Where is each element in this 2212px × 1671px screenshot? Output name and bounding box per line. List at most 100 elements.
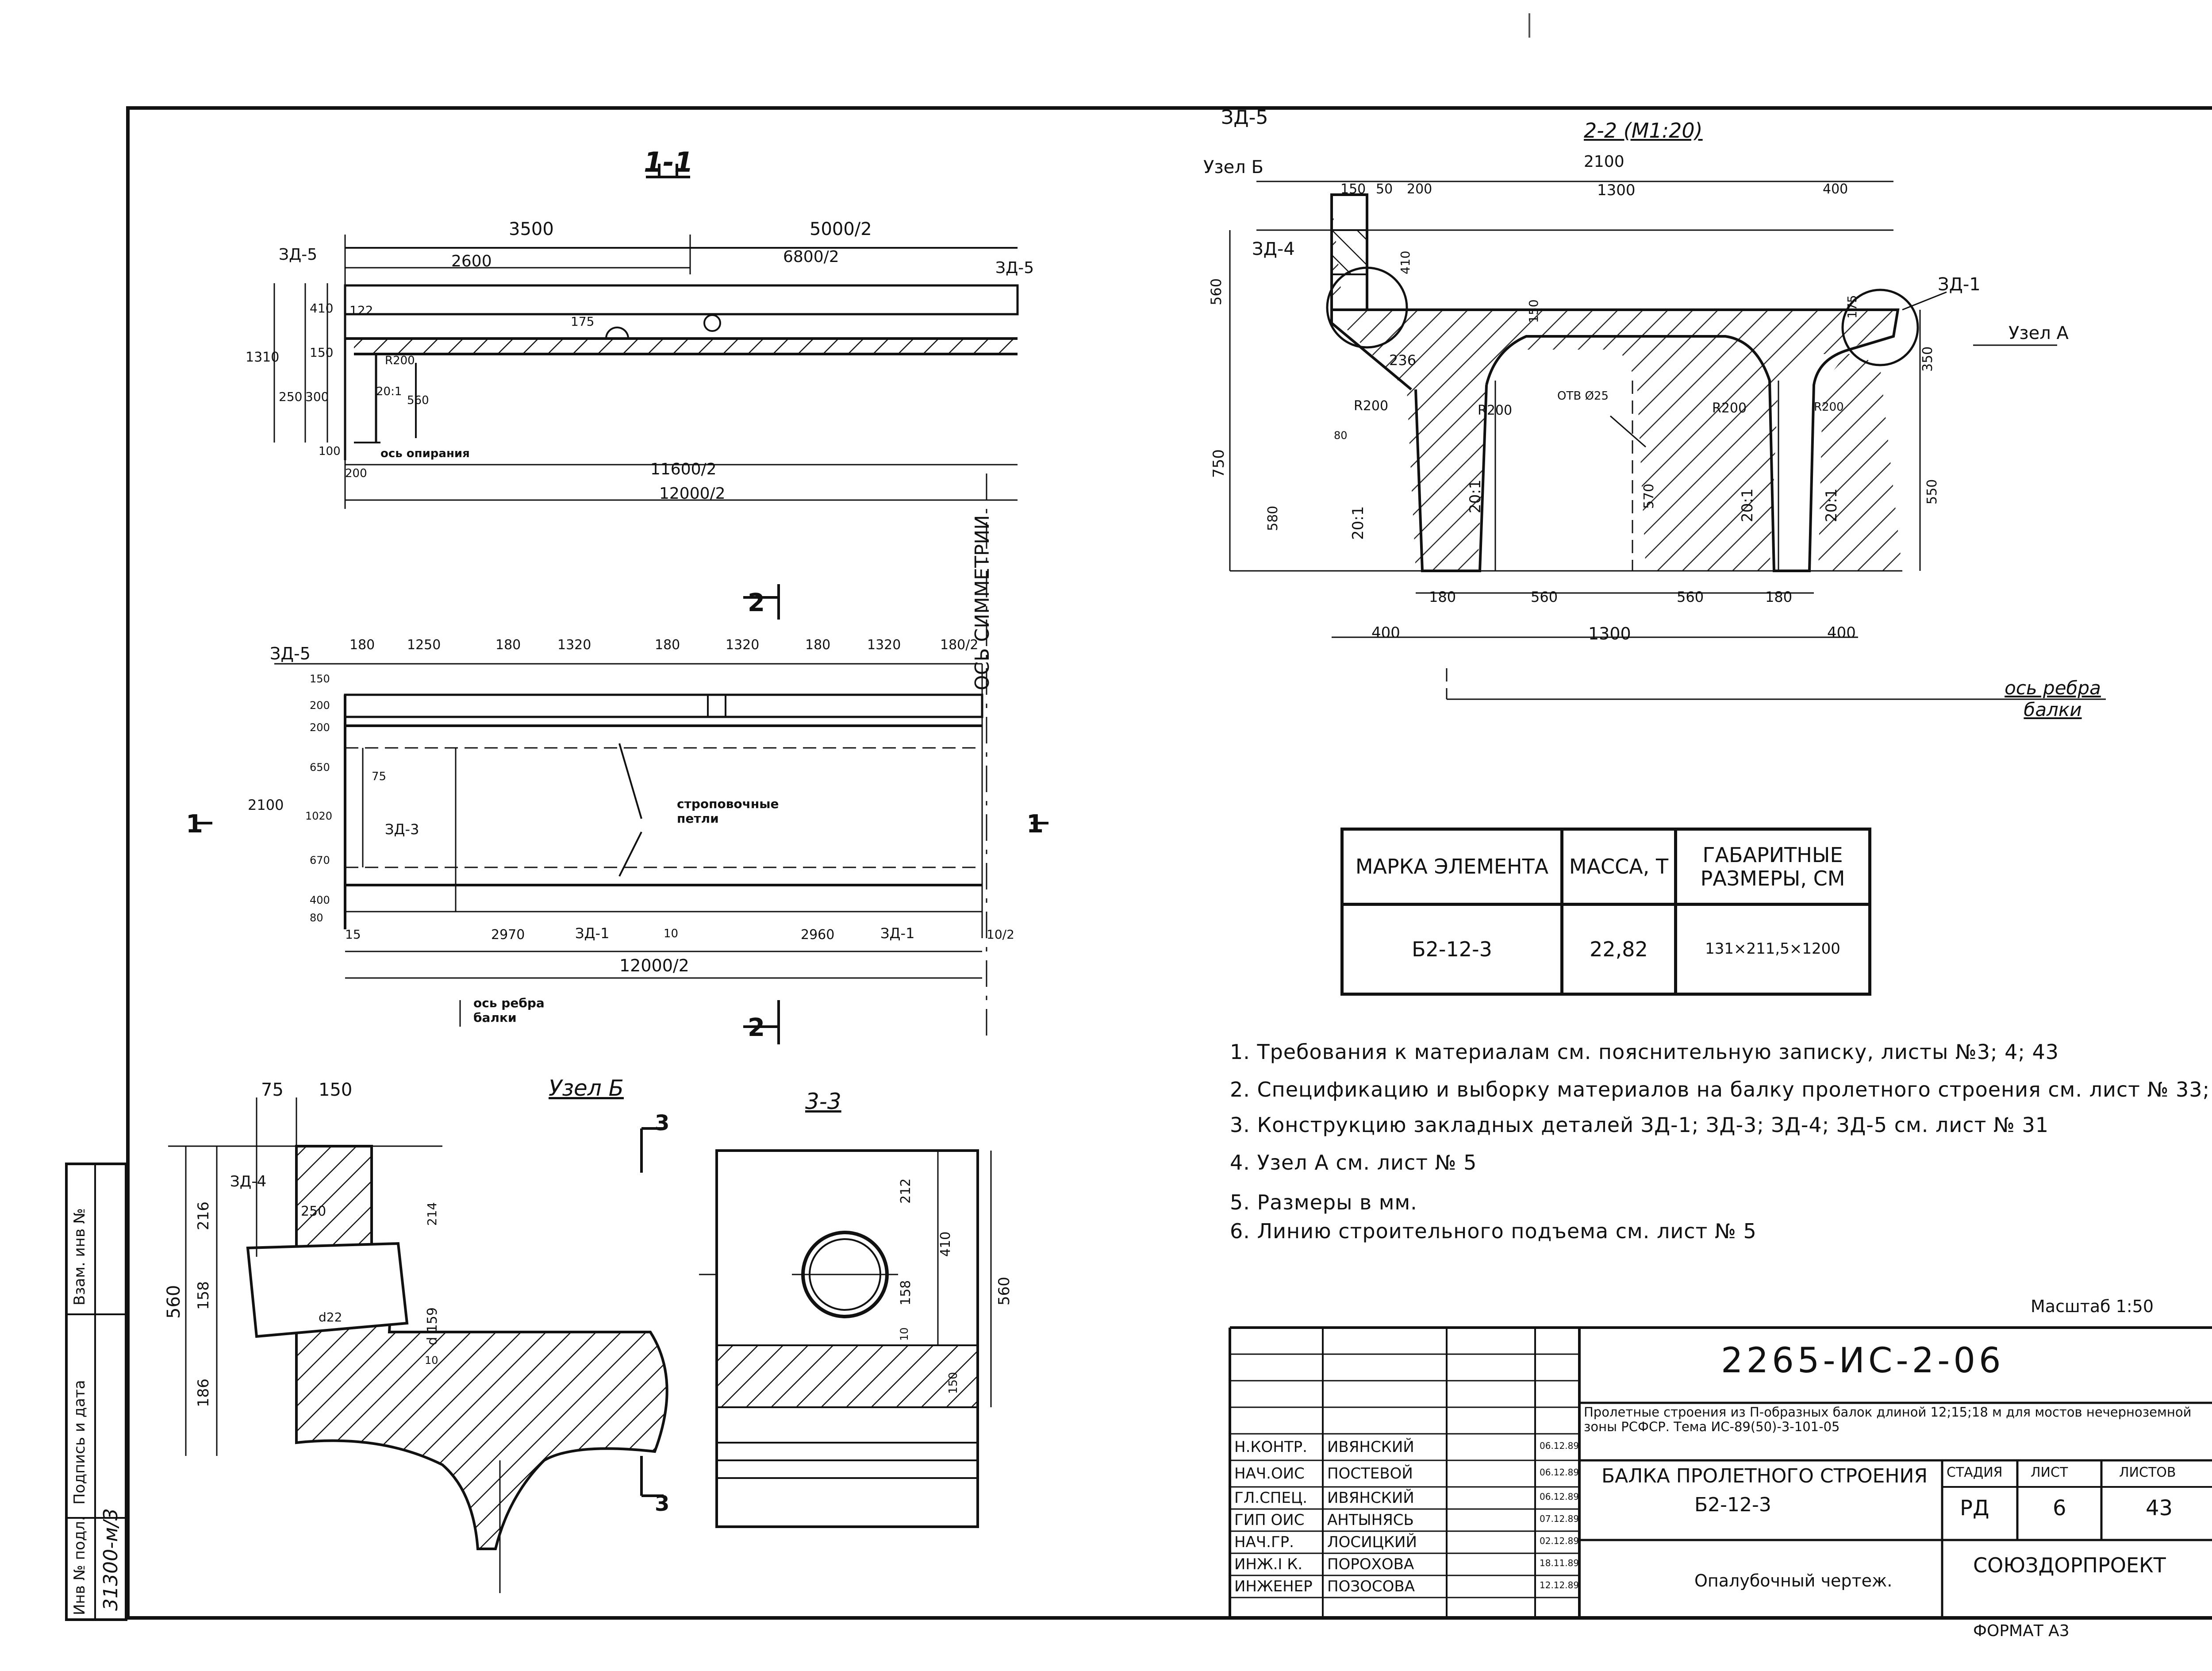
section-mark-3-bottom: 3 (655, 1491, 670, 1516)
note-5: 5. Размеры в мм. (1230, 1190, 1417, 1214)
side-stamp-number: 31300-м/3 (100, 1508, 122, 1611)
dim-label: 75 (372, 770, 387, 783)
tag-zd5: ЗД-5 (279, 246, 318, 264)
date: 18.11.89 (1540, 1558, 1579, 1568)
dim-label: 2970 (491, 927, 525, 943)
side-stamp-inv-repl: Взам. инв № (71, 1208, 88, 1305)
dim-label: 350 (1920, 346, 1936, 372)
dim-label: 200 (310, 699, 330, 712)
sheets-value: 43 (2146, 1496, 2173, 1521)
margin-tick (1528, 13, 1530, 38)
cut-mark-2-bottom: 2 (748, 1013, 765, 1042)
sheets-header: ЛИСТОВ (2119, 1465, 2176, 1480)
dim-label: 1320 (867, 637, 901, 653)
dim-label: 150 (310, 673, 330, 685)
lifting-loops-label: строповочные петли (677, 797, 779, 826)
dim-label: 80 (310, 912, 323, 924)
dim-label: 1310 (246, 350, 280, 365)
dim-label: 180 (495, 637, 521, 653)
dim-label: R200 (385, 354, 415, 367)
format-label: ФОРМАТ А3 (1973, 1622, 2070, 1640)
date: 06.12.89 (1540, 1491, 1579, 1502)
axis-rib-label: ось ребра балки (2005, 677, 2101, 720)
dim-label: 1320 (726, 637, 760, 653)
dim-label: 10 (898, 1327, 910, 1341)
dim-label: 10 (425, 1354, 438, 1367)
dim-label: 180 (805, 637, 831, 653)
dim-label: 10/2 (987, 927, 1014, 942)
tag-zd1: ЗД-1 (575, 925, 610, 942)
side-stamp-sign-date: Подпись и дата (71, 1380, 88, 1505)
radius-label: R200 (1354, 398, 1389, 414)
dim-label: 75 (261, 1080, 284, 1100)
axis-rib-label: ось ребра балки (473, 996, 545, 1025)
tag-zd1: ЗД-1 (1938, 274, 1981, 295)
tag-node-b: Узел Б (1203, 157, 1263, 177)
elevation-title: 1-1 (644, 146, 694, 178)
dim-label: 80 (1334, 429, 1348, 442)
date: 12.12.89 (1540, 1580, 1579, 1590)
dim-label: 580 (1265, 505, 1281, 531)
dim-label: 150 (310, 345, 334, 360)
dim-label: 158 (195, 1281, 212, 1310)
note-3: 3. Конструкцию закладных деталей ЗД-1; З… (1230, 1113, 2049, 1137)
dim-label: 670 (310, 854, 330, 866)
slope-label: 20:1 (1349, 506, 1367, 540)
tag-zd5: ЗД-5 (1221, 106, 1268, 129)
section-title: 2-2 (М1:20) (1584, 119, 1703, 142)
spec-cell-mark: Б2-12-3 (1340, 903, 1563, 996)
dim-label: 180 (655, 637, 680, 653)
tag-zd5: ЗД-5 (995, 259, 1034, 277)
dim-label: 750 (1210, 449, 1228, 478)
dim-label: 400 (310, 894, 330, 906)
sheet-type: Опалубочный чертеж. (1694, 1571, 1893, 1590)
spec-header-mass: МАССА, Т (1560, 828, 1677, 906)
dim-label: 236 (1389, 352, 1417, 369)
person-name: ЛОСИЦКИЙ (1327, 1533, 1417, 1551)
dim-label: 560 (164, 1285, 184, 1319)
note-4: 4. Узел А см. лист № 5 (1230, 1151, 1477, 1174)
date: 06.12.89 (1540, 1467, 1579, 1478)
dim-label: 158 (898, 1280, 914, 1305)
radius-label: R200 (1712, 400, 1747, 416)
tag-zd4: ЗД-4 (230, 1173, 267, 1190)
dim-label: 1300 (1588, 624, 1631, 643)
drawing-frame (126, 106, 2212, 1620)
section-mark-1-right: 1 (1026, 810, 1044, 839)
dim-label: 560 (1208, 278, 1225, 305)
dim-label: 212 (898, 1178, 914, 1204)
spec-header-dims: ГАБАРИТНЫЕ РАЗМЕРЫ, СМ (1674, 828, 1871, 906)
dim-label: 200 (1407, 181, 1432, 197)
dim-label: 560 (1531, 589, 1558, 605)
dim-label: 560 (407, 394, 429, 407)
elevation-view (273, 164, 1019, 1040)
organization: СОЮЗДОРПРОЕКТ (1973, 1553, 2166, 1577)
axis-support-label: ось опирания (380, 447, 470, 460)
dim-label: 410 (1398, 250, 1413, 274)
cut-mark-2-top: 2 (748, 589, 765, 617)
person-name: ИВЯНСКИЙ (1327, 1489, 1414, 1507)
dim-label: 400 (1823, 181, 1848, 197)
dim-label: 214 (425, 1202, 439, 1226)
dim-label: 570 (1641, 483, 1657, 509)
dim-label: 560 (1677, 589, 1704, 605)
section-mark-3-top: 3 (655, 1111, 670, 1136)
dim-label: 150 (947, 1372, 960, 1394)
section-2-2 (1229, 181, 2106, 700)
sheet-title-line1: БАЛКА ПРОЛЕТНОГО СТРОЕНИЯ (1601, 1465, 1928, 1487)
section-mark-1-left: 1 (186, 810, 203, 839)
hole-label: ОТВ Ø25 (1557, 389, 1609, 403)
title-block-lines (1229, 1326, 2212, 1620)
dim-label: 15 (345, 927, 361, 942)
axis-symmetry-label: ОСЬ СИММЕТРИИ (971, 515, 994, 690)
spec-header-mark: МАРКА ЭЛЕМЕНТА (1340, 828, 1563, 906)
note-2: 2. Спецификацию и выборку материалов на … (1230, 1078, 2212, 1101)
dim-label: 180 (1429, 589, 1456, 605)
dim-label: 410 (310, 301, 334, 316)
node-b-title: Узел Б (549, 1075, 624, 1101)
date: 07.12.89 (1540, 1513, 1579, 1524)
person-name: ПОРОХОВА (1327, 1555, 1414, 1573)
dim-label: 200 (345, 467, 367, 480)
dim-label: 11600/2 (650, 460, 717, 478)
role: ИНЖЕНЕР (1234, 1578, 1313, 1595)
